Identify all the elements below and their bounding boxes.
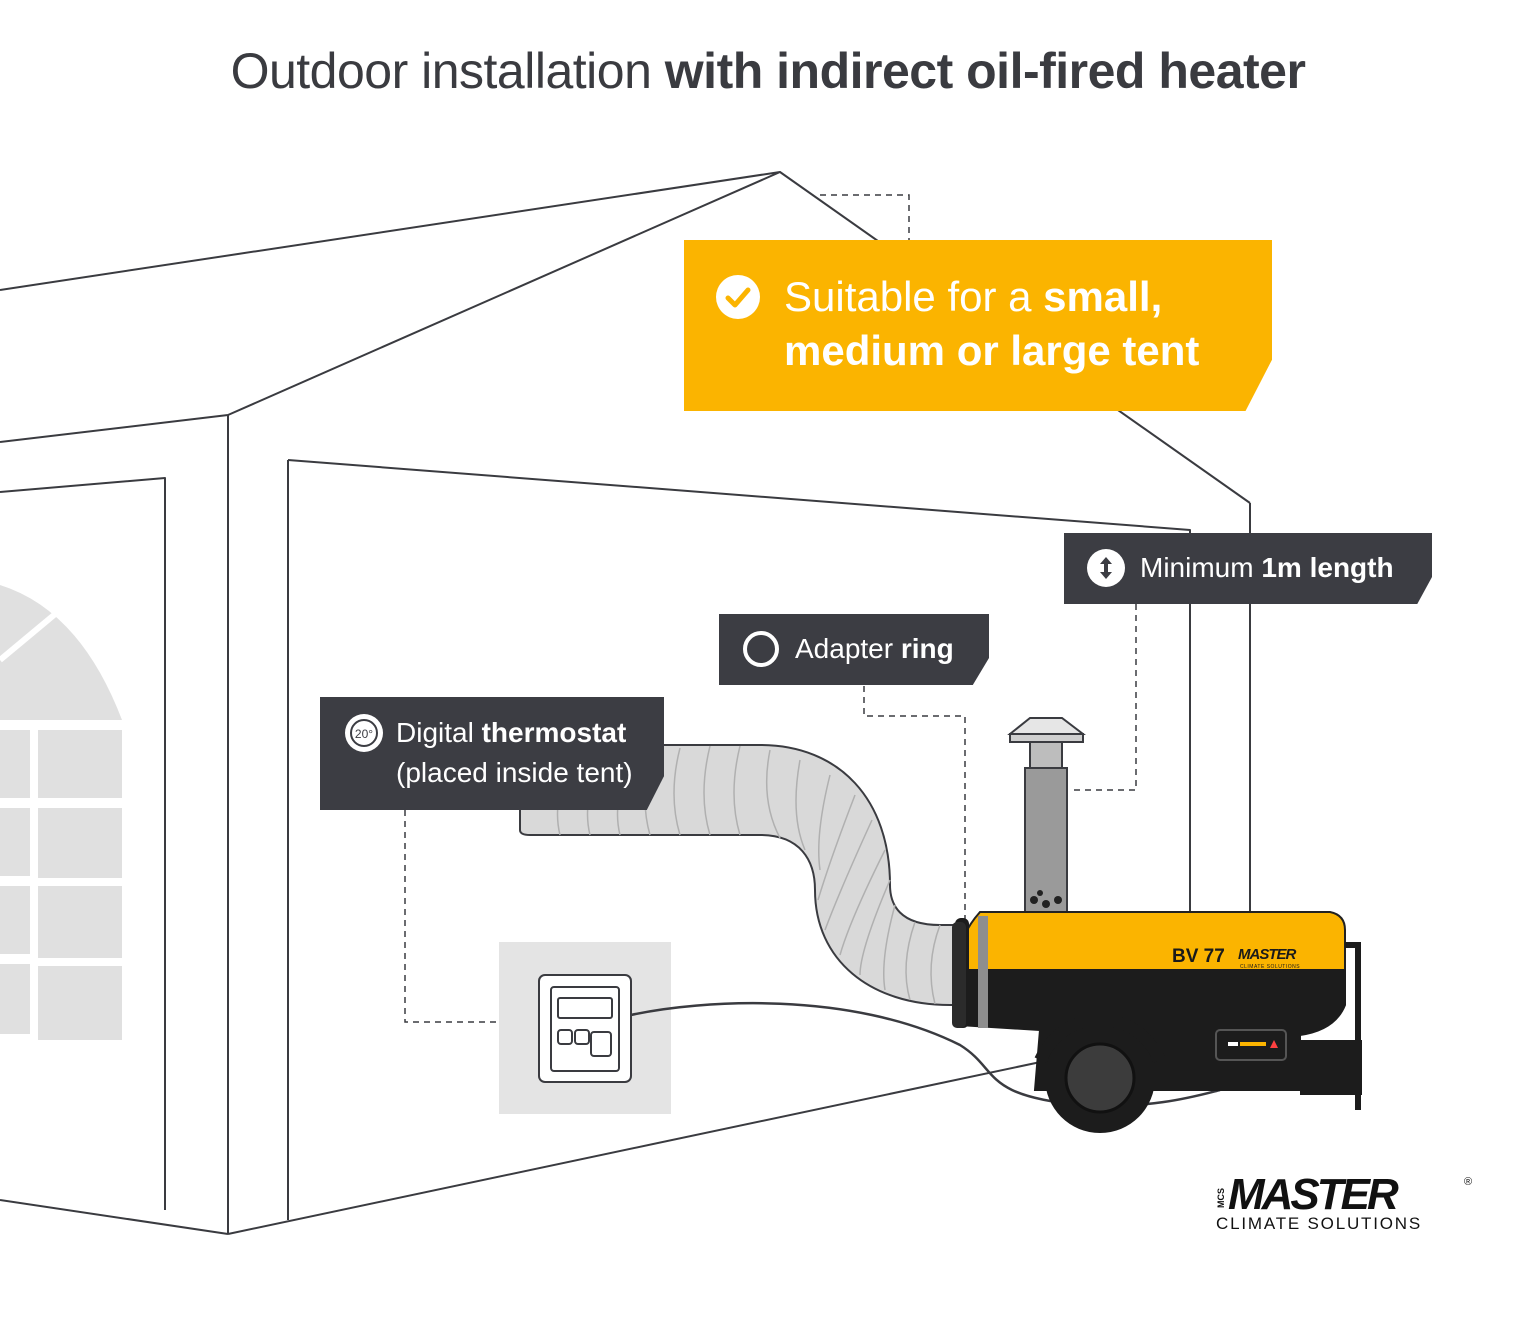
leader-tent (820, 194, 910, 240)
oil-heater (955, 717, 1362, 1133)
tent-front-panel (287, 459, 1191, 1060)
tent-side-bottom (0, 1199, 229, 1235)
tent-window (0, 585, 122, 1040)
flexible-hose (519, 744, 966, 1006)
thermostat-icon-text: 20° (355, 727, 373, 741)
min-length-callout: Minimum 1m length (1064, 533, 1432, 604)
thermostat-cable (630, 1001, 1221, 1108)
heater-brand: MASTER (1238, 946, 1296, 963)
tent-size-light: Suitable for a (784, 273, 1032, 320)
tent-size-callout: Suitable for a small, medium or large te… (684, 240, 1272, 411)
min-length-light: Minimum (1140, 552, 1254, 583)
min-length-bold: 1m length (1261, 552, 1394, 583)
tent-front-bottom (227, 1059, 1051, 1235)
page-title: Outdoor installation with indirect oil-f… (0, 42, 1536, 100)
logo-name: MASTER (1228, 1170, 1399, 1219)
tent-size-bold-2: medium or large tent (784, 327, 1200, 374)
vertical-arrows-icon (1087, 549, 1125, 587)
wall-thermostat (499, 942, 671, 1114)
adapter-callout: Adapter ring (719, 614, 989, 685)
leader-adapter (863, 686, 966, 935)
heater-model: BV 77 (1172, 946, 1225, 967)
adapter-light: Adapter (795, 633, 894, 664)
leader-lines (404, 194, 1137, 1023)
thermostat-light: Digital (396, 717, 474, 748)
thermostat-bold: thermostat (481, 717, 627, 748)
tent-size-bold-1: small, (1043, 273, 1163, 320)
logo-tagline: CLIMATE SOLUTIONS (1216, 1214, 1422, 1233)
title-light: Outdoor installation (230, 43, 652, 99)
ring-icon (743, 631, 779, 667)
thermostat-icon: 20° (345, 714, 383, 752)
adapter-text: Adapter ring (795, 629, 954, 669)
title-bold: with indirect oil-fired heater (664, 43, 1306, 99)
tent-roof-left (0, 171, 781, 443)
leader-thermostat (404, 810, 497, 1023)
thermostat-callout: 20° Digital thermostat (placed inside te… (320, 697, 664, 810)
heater-brand-sub: CLIMATE SOLUTIONS (1240, 964, 1301, 970)
check-circle-icon (716, 275, 760, 319)
min-length-text: Minimum 1m length (1140, 548, 1394, 588)
thermostat-sub: (placed inside tent) (396, 757, 633, 788)
logo-reg: ® (1464, 1176, 1473, 1188)
master-logo: MCS MASTER ® CLIMATE SOLUTIONS (1216, 1170, 1476, 1236)
tent-size-text: Suitable for a small, medium or large te… (784, 270, 1199, 378)
thermostat-text: Digital thermostat (placed inside tent) (396, 713, 633, 793)
tent-door (0, 477, 166, 1210)
adapter-bold: ring (900, 633, 954, 664)
adapter-ring (952, 922, 966, 1028)
leader-length (1072, 604, 1137, 791)
logo-prefix: MCS (1216, 1188, 1226, 1208)
